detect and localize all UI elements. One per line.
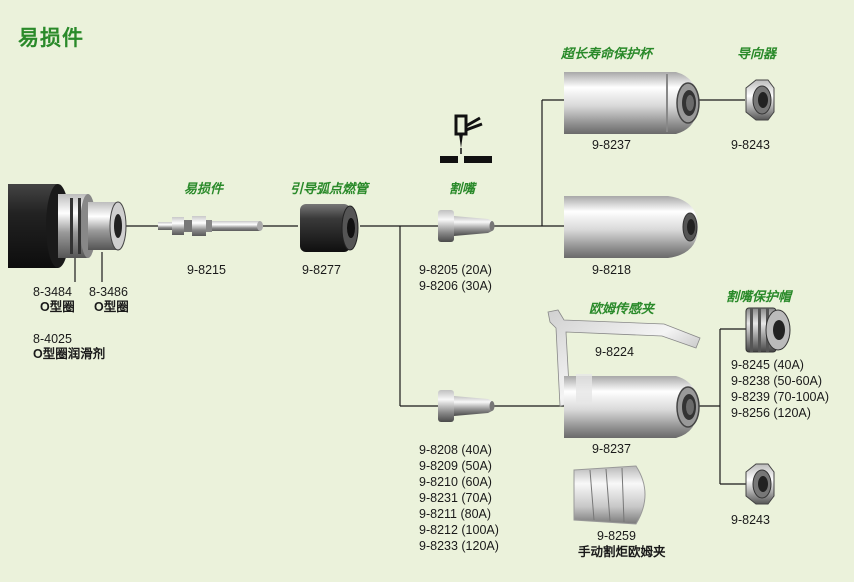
part-name-oring-b: O型圈 xyxy=(94,300,129,314)
caption-pilot-arc-tube: 引导弧点燃管 xyxy=(290,181,369,196)
electrode-part xyxy=(158,216,263,236)
tip-high-5: 9-8212 (100A) xyxy=(419,523,499,537)
shield-2: 9-8239 (70-100A) xyxy=(731,390,829,404)
ohmic-clip-part xyxy=(547,309,701,407)
pilot-arc-tube-part xyxy=(300,204,359,252)
part-number-cup-bottom: 9-8237 xyxy=(592,442,631,456)
part-number-lube: 8-4025 xyxy=(33,332,72,346)
tip-shield-part xyxy=(745,307,791,353)
caption-consumable: 易损件 xyxy=(184,181,224,196)
torch-cutting-icon xyxy=(440,114,492,163)
guide-top-part xyxy=(745,79,775,121)
shield-1: 9-8238 (50-60A) xyxy=(731,374,823,388)
tip-high-2: 9-8210 (60A) xyxy=(419,475,492,489)
part-number-clip: 9-8224 xyxy=(595,345,634,359)
cup-top-part xyxy=(564,72,700,134)
tip-high-1: 9-8209 (50A) xyxy=(419,459,492,473)
cup-bottom-part xyxy=(564,374,700,438)
part-number-cup-mid: 9-8218 xyxy=(592,263,631,277)
part-name-manual-clip: 手动割炬欧姆夹 xyxy=(578,545,666,559)
part-name-lube: O型圈润滑剂 xyxy=(33,347,106,361)
part-number-oring-a: 8-3484 xyxy=(33,285,72,299)
caption-guide: 导向器 xyxy=(737,46,777,61)
caption-long-life-cup: 超长寿命保护杯 xyxy=(561,46,653,61)
part-number-cup-top: 9-8237 xyxy=(592,138,631,152)
manual-clip-part xyxy=(573,465,646,525)
part-number-guide-top: 9-8243 xyxy=(731,138,770,152)
part-number-manual-clip: 9-8259 xyxy=(597,529,636,543)
part-name-oring-a: O型圈 xyxy=(40,300,75,314)
part-number-electrode: 9-8215 xyxy=(187,263,226,277)
tip-high-6: 9-8233 (120A) xyxy=(419,539,499,553)
tip-low-0: 9-8205 (20A) xyxy=(419,263,492,277)
tip-high-4: 9-8211 (80A) xyxy=(419,507,492,521)
part-number-pilot-tube: 9-8277 xyxy=(302,263,341,277)
tip-high-3: 9-8231 (70A) xyxy=(419,491,492,505)
caption-tip: 割嘴 xyxy=(449,181,476,196)
part-number-guide-bottom: 9-8243 xyxy=(731,513,770,527)
tip-high-0: 9-8208 (40A) xyxy=(419,443,492,457)
torch-head xyxy=(8,184,127,268)
guide-bottom-part xyxy=(745,463,775,505)
tip-bottom-part xyxy=(438,390,495,422)
cup-mid-part xyxy=(564,196,698,258)
tip-low-1: 9-8206 (30A) xyxy=(419,279,492,293)
page-title: 易损件 xyxy=(18,27,84,50)
shield-0: 9-8245 (40A) xyxy=(731,358,804,372)
shield-3: 9-8256 (120A) xyxy=(731,406,811,420)
tip-top-part xyxy=(438,210,495,242)
caption-tip-shield: 割嘴保护帽 xyxy=(726,289,792,304)
part-number-oring-b: 8-3486 xyxy=(89,285,128,299)
caption-ohmic-clip: 欧姆传感夹 xyxy=(589,301,655,316)
